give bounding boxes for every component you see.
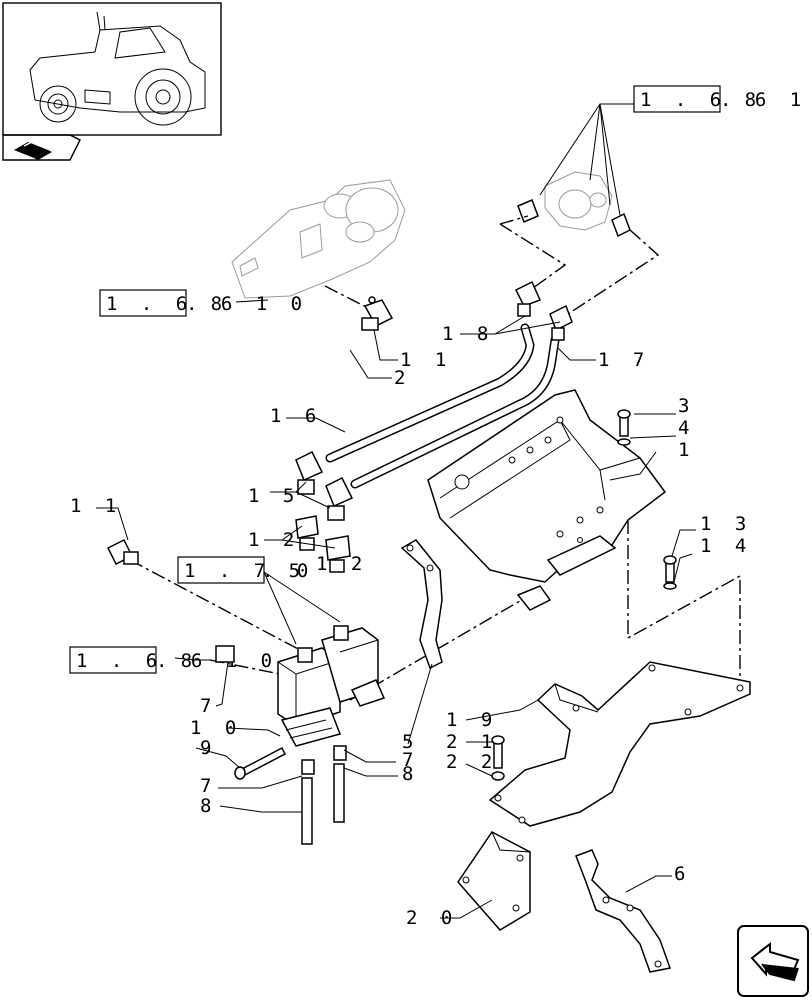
leader-lines — [96, 103, 696, 919]
callout-17: 1 7 — [598, 349, 650, 371]
callout-8-b: 8 — [402, 763, 419, 785]
callout-19: 1 9 — [446, 709, 498, 731]
solenoid-valve-assembly[interactable] — [277, 625, 386, 747]
callout-12-a: 1 2 — [248, 529, 300, 551]
callout-21: 2 1 — [446, 731, 498, 753]
reference-1-68-6-10-upper-left[interactable]: 1 . 6 8 . 6 1 0 — [99, 289, 308, 317]
reference-1-68-6-10-top[interactable]: 1 . 6 8 . 6 1 0 — [633, 85, 812, 113]
elbow-fitting-item-18-b[interactable] — [549, 304, 573, 341]
callout-18: 1 8 — [442, 323, 494, 345]
tractor-thumbnail-icon — [29, 11, 206, 126]
reference-boxed-text: 1 . 6 8 — [640, 89, 762, 111]
callout-labels: 3 4 1 1 3 1 4 1 1 2 1 8 1 7 1 6 1 5 1 1 … — [70, 323, 752, 929]
callout-13: 1 3 — [700, 513, 752, 535]
callout-3: 3 — [678, 395, 695, 417]
callout-6: 6 — [674, 863, 691, 885]
next-page-arrow-icon — [750, 941, 800, 982]
elbow-fitting-item-15-b[interactable] — [325, 476, 354, 521]
assembly-centerlines — [129, 215, 741, 701]
elbow-fitting-item-18-a[interactable] — [514, 280, 542, 317]
callout-11-left: 1 1 — [70, 495, 122, 517]
callout-7-b: 7 — [200, 775, 217, 797]
next-page-arrow-button[interactable] — [737, 925, 809, 997]
elbow-fitting-item-11-left[interactable] — [106, 538, 139, 566]
hose-item-8-a[interactable] — [301, 759, 315, 845]
reference-1-75-0-middle[interactable]: 1 . 7 5 . 0 — [177, 556, 314, 584]
hose-item-8-b[interactable] — [333, 745, 347, 823]
reference-brake-cylinder-ghost — [231, 179, 406, 299]
callout-11-top: 1 1 — [400, 349, 452, 371]
callout-16: 1 6 — [270, 405, 322, 427]
reference-suffix-text: . 0 — [262, 560, 314, 582]
elbow-fitting-item-15-a[interactable] — [295, 450, 324, 495]
reference-valve-block-ghost — [517, 171, 631, 238]
pipe-item-17[interactable] — [350, 335, 560, 489]
adapter-item-12-b[interactable] — [325, 535, 351, 573]
bracket-item-20[interactable] — [457, 831, 531, 931]
callout-8-a: 8 — [200, 795, 217, 817]
callout-12-b: 1 2 — [316, 553, 368, 575]
bracket-item-5[interactable] — [400, 539, 443, 670]
reference-suffix-text: . 6 1 0 — [186, 293, 308, 315]
tractor-thumbnail[interactable] — [2, 2, 222, 161]
bolt-item-3[interactable] — [617, 409, 631, 446]
bolt-item-21[interactable] — [491, 735, 505, 781]
callout-15: 1 5 — [248, 485, 300, 507]
reference-1-68-6-10-lower-left[interactable]: 1 . 6 8 . 6 1 0 — [69, 646, 278, 674]
callout-1: 1 — [678, 439, 695, 461]
callout-4: 4 — [678, 417, 695, 439]
catalog-book-icon — [14, 141, 52, 160]
elbow-fitting-item-11-top[interactable] — [361, 296, 394, 331]
reference-boxed-text: 1 . 6 8 — [76, 650, 198, 672]
callout-22: 2 2 — [446, 751, 498, 773]
fitting-item-10-top[interactable] — [215, 645, 235, 663]
mounting-plate-item-19[interactable] — [488, 661, 751, 827]
callout-9: 9 — [200, 737, 217, 759]
callout-7-a: 7 — [200, 695, 217, 717]
adapter-item-12-a[interactable] — [295, 515, 319, 551]
hose-item-2[interactable] — [187, 319, 358, 515]
callout-20: 2 0 — [406, 907, 458, 929]
callout-7-c: 7 — [402, 749, 419, 771]
reference-suffix-text: . 6 1 0 — [720, 89, 812, 111]
bolt-item-13[interactable] — [663, 555, 677, 590]
callout-14: 1 4 — [700, 535, 752, 557]
callout-10: 1 0 — [190, 717, 242, 739]
reference-boxed-text: 1 . 6 8 — [106, 293, 228, 315]
bolt-item-9[interactable] — [234, 746, 286, 780]
bracket-item-6[interactable] — [575, 849, 671, 973]
pipe-item-16[interactable] — [325, 323, 535, 463]
callout-5: 5 — [402, 731, 419, 753]
callout-2: 2 — [394, 367, 411, 389]
support-frame-item-1[interactable] — [427, 389, 667, 611]
